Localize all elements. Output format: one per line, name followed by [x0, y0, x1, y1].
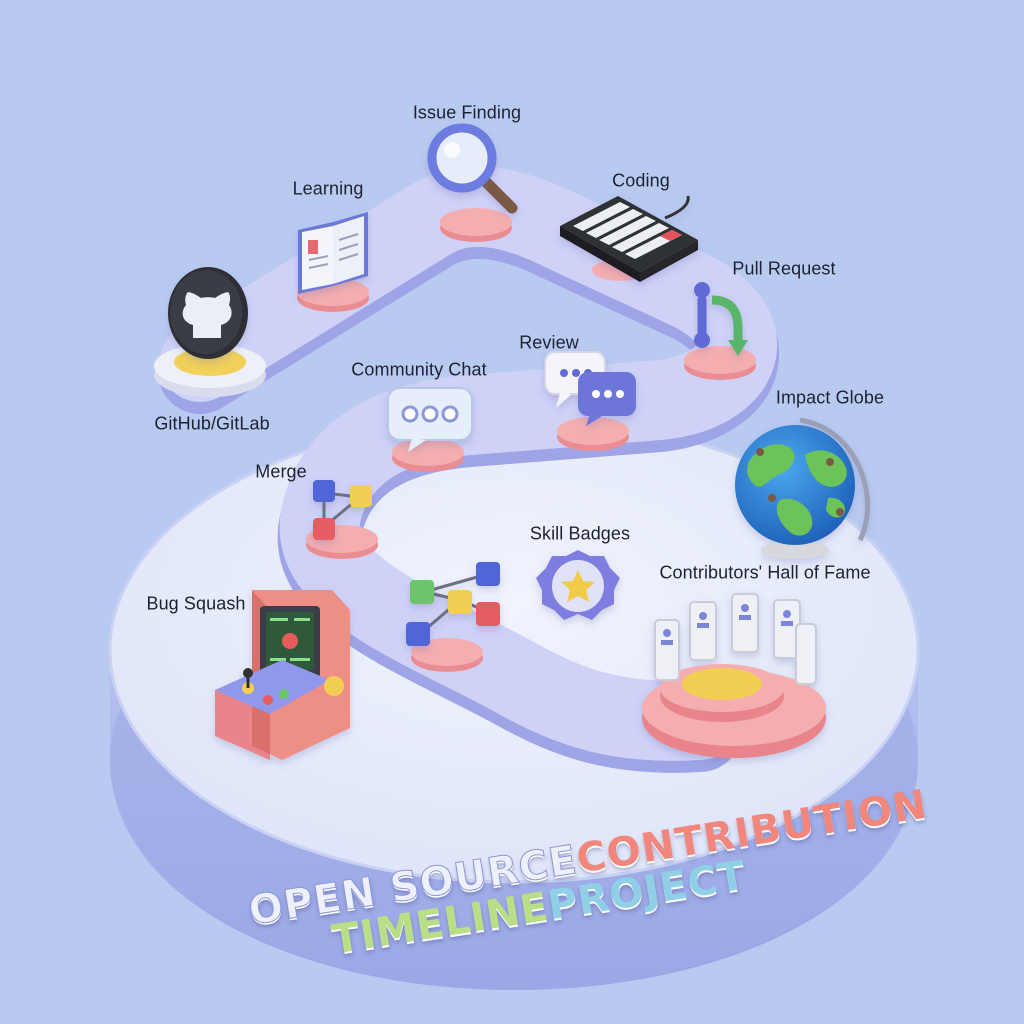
milestone-label-coding: Coding: [612, 170, 670, 191]
milestone-label-merge: Merge: [255, 461, 307, 482]
milestone-label-learning: Learning: [292, 178, 364, 199]
milestone-label-impact-globe: Impact Globe: [775, 387, 885, 408]
milestone-label-review: Review: [519, 332, 579, 353]
pedestals: [154, 208, 756, 672]
speech-bubbles-icon: [544, 351, 636, 426]
magnifying-glass-icon: [427, 123, 518, 214]
milestone-label-community-chat: Community Chat: [351, 359, 487, 380]
milestone-label-issue-finding: Issue Finding: [412, 102, 522, 123]
milestone-label-bug-squash: Bug Squash: [146, 593, 246, 614]
pull-request-icon: [694, 282, 748, 356]
star-badge-icon: [536, 550, 620, 620]
arcade-machine-icon: [215, 590, 350, 760]
globe-icon: [735, 417, 870, 559]
merge-blocks-icon: [313, 480, 372, 540]
milestone-label-pull-request: Pull Request: [732, 258, 836, 279]
milestone-label-skill-badges: Skill Badges: [529, 523, 631, 544]
open-book-icon: [298, 212, 368, 294]
milestone-label-hall-of-fame: Contributors' Hall of Fame: [659, 562, 871, 583]
hall-of-fame-icon: [642, 593, 826, 758]
timeline-path: [158, 166, 779, 773]
keyboard-icon: [560, 195, 698, 282]
branch-blocks-icon: [406, 562, 500, 646]
chat-bubble-icon: [387, 387, 473, 452]
github-logo-icon: [168, 267, 248, 359]
milestone-label-github-gitlab: GitHub/GitLab: [154, 413, 270, 434]
